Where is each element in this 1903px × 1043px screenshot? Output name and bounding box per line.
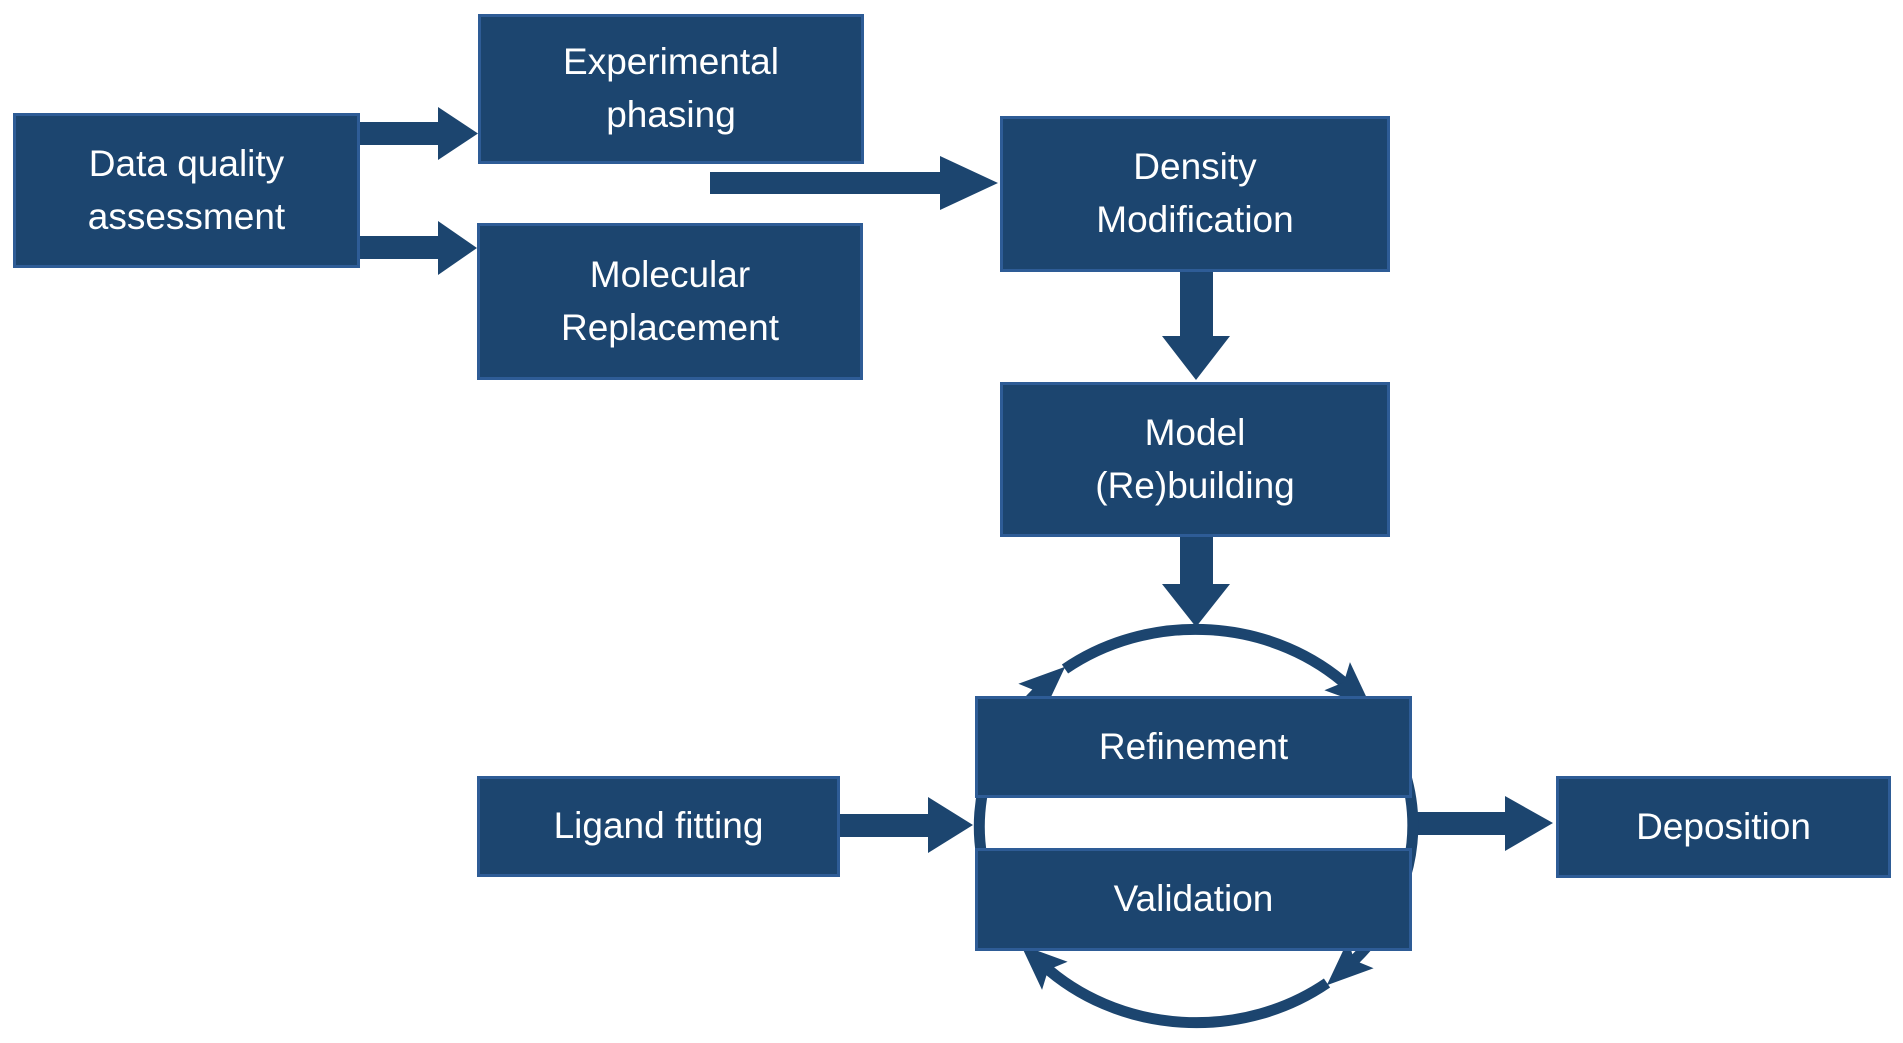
arrow-dataquality-to-experimental: [360, 107, 478, 160]
arrow-phasing-to-density: [710, 156, 998, 210]
cycle-arrowhead-top-right: [1324, 662, 1372, 708]
node-molecular-replacement: Molecular Replacement: [477, 223, 863, 380]
arrow-model-to-cycle: [1162, 537, 1230, 627]
node-model-rebuilding: Model (Re)building: [1000, 382, 1390, 537]
node-experimental-phasing: Experimental phasing: [478, 14, 864, 164]
arrow-density-to-model: [1162, 272, 1230, 380]
cycle-arrowhead-bottom-right: [1326, 940, 1374, 986]
arrow-ligand-to-cycle: [840, 797, 973, 853]
cycle-arc-left-top: [1061, 623, 1353, 692]
node-validation: Validation: [975, 848, 1412, 951]
node-ligand-fitting: Ligand fitting: [477, 776, 840, 877]
cycle-arc-bottom: [1039, 960, 1331, 1029]
node-density-modification: Density Modification: [1000, 116, 1390, 272]
node-deposition: Deposition: [1556, 776, 1891, 878]
arrow-cycle-to-deposition: [1413, 796, 1553, 851]
node-data-quality-assessment: Data quality assessment: [13, 113, 360, 268]
arrow-dataquality-to-molecular: [360, 221, 477, 275]
node-refinement: Refinement: [975, 696, 1412, 798]
cycle-arrowhead-bottom-left: [1020, 944, 1068, 990]
cycle-arrowhead-top-left: [1018, 666, 1066, 712]
